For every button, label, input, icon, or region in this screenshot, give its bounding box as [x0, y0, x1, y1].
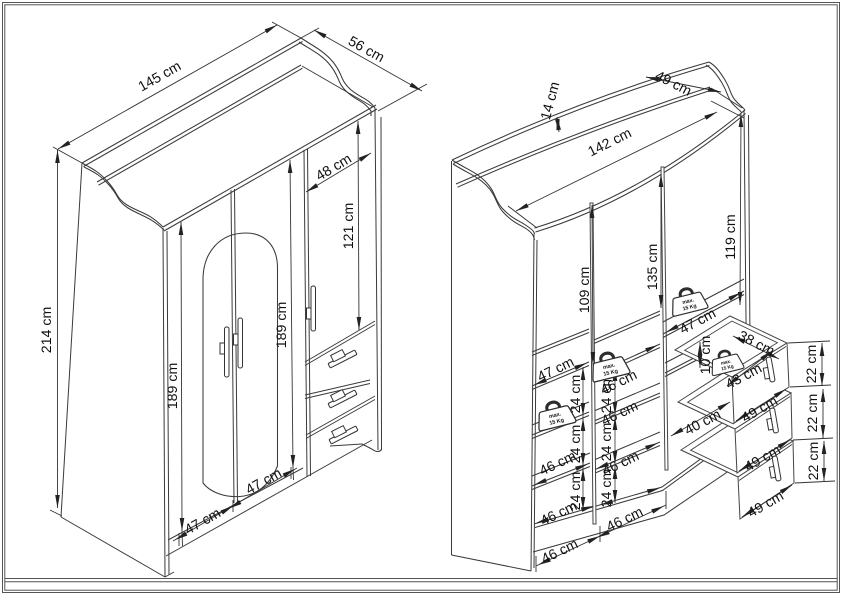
svg-text:135 cm: 135 cm [645, 244, 661, 291]
svg-text:189 cm: 189 cm [165, 363, 181, 410]
svg-text:47 cm: 47 cm [243, 465, 285, 498]
svg-text:22 cm: 22 cm [804, 345, 820, 384]
svg-text:189 cm: 189 cm [274, 302, 290, 349]
svg-text:max.: max. [720, 358, 732, 365]
svg-text:max.: max. [682, 297, 695, 306]
svg-text:22 cm: 22 cm [806, 442, 822, 481]
svg-text:22 cm: 22 cm [805, 394, 821, 433]
svg-text:109 cm: 109 cm [577, 267, 593, 314]
svg-text:max.: max. [548, 411, 562, 420]
svg-text:24 cm: 24 cm [599, 469, 615, 508]
svg-text:24 cm: 24 cm [568, 375, 584, 414]
svg-text:24 cm: 24 cm [568, 472, 584, 511]
svg-text:142 cm: 142 cm [585, 125, 634, 160]
svg-text:15 Kg: 15 Kg [603, 368, 619, 377]
svg-text:47 cm: 47 cm [182, 505, 224, 538]
svg-text:max.: max. [602, 362, 616, 371]
svg-text:15 Kg: 15 Kg [549, 417, 565, 426]
svg-text:15 Kg: 15 Kg [682, 303, 697, 312]
svg-text:119 cm: 119 cm [723, 214, 739, 259]
svg-text:145 cm: 145 cm [136, 58, 184, 95]
svg-text:214 cm: 214 cm [39, 307, 55, 354]
svg-text:24 cm: 24 cm [599, 375, 615, 414]
svg-text:46 cm: 46 cm [539, 536, 581, 567]
svg-text:56 cm: 56 cm [345, 33, 387, 66]
svg-text:46 cm: 46 cm [604, 504, 646, 535]
svg-text:48 cm: 48 cm [313, 151, 354, 185]
svg-text:14 cm: 14 cm [538, 80, 563, 121]
svg-text:24 cm: 24 cm [568, 425, 584, 464]
svg-text:10 cm: 10 cm [698, 336, 714, 375]
svg-text:15 Kg: 15 Kg [721, 364, 735, 372]
svg-text:24 cm: 24 cm [599, 423, 615, 462]
svg-text:121 cm: 121 cm [341, 203, 357, 250]
